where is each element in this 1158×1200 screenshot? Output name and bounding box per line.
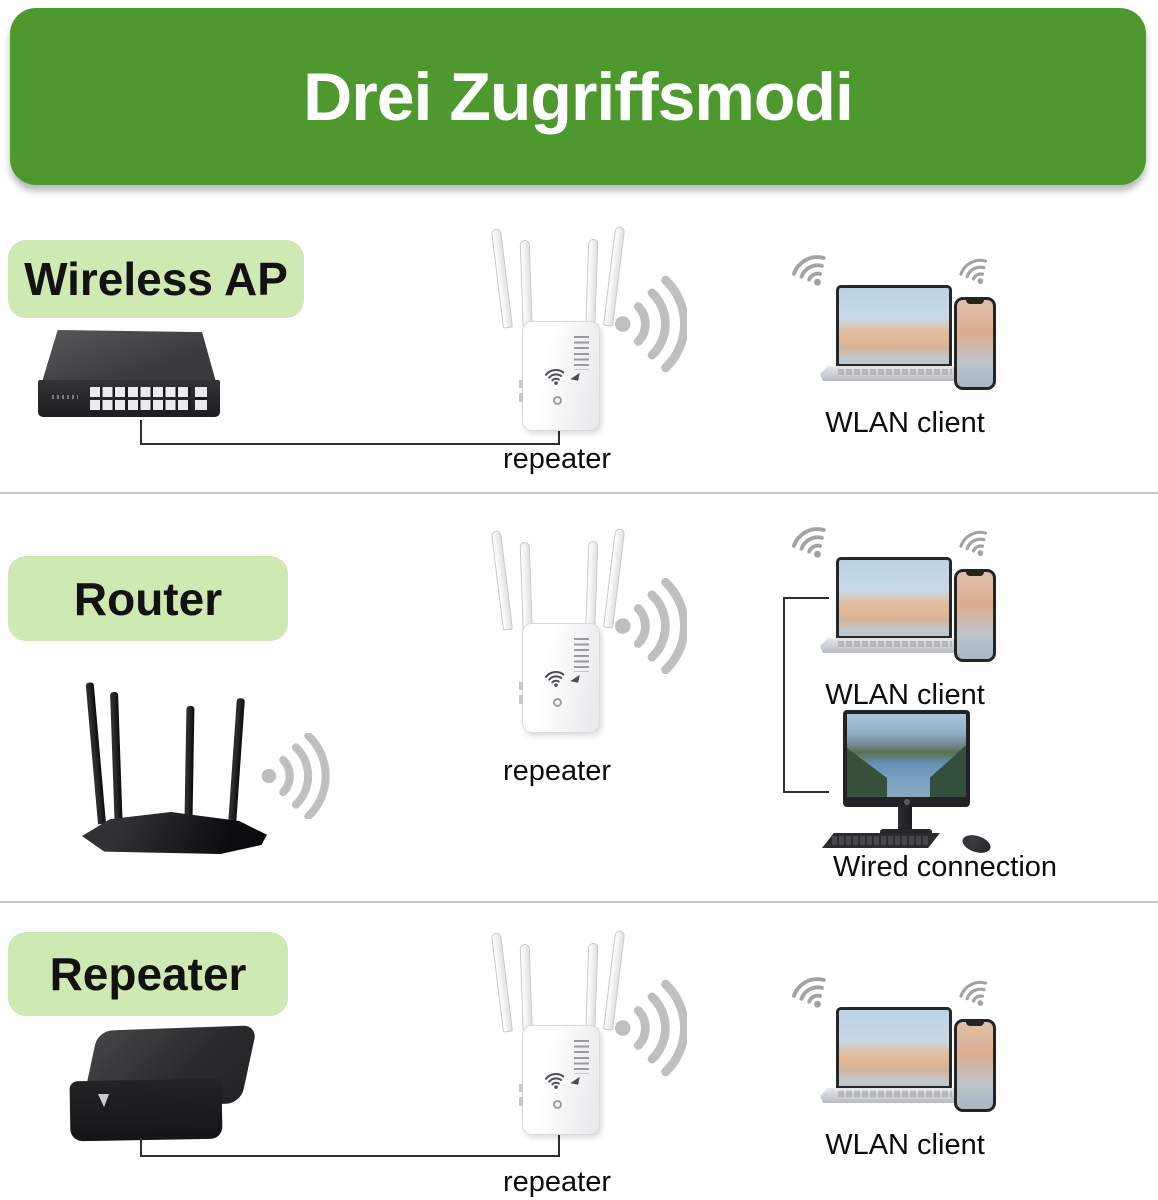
wifi-fan-icon — [781, 964, 840, 1021]
signal-triangle-icon — [570, 1075, 580, 1085]
wifi-signal-arcs-icon — [613, 578, 687, 674]
mode-label-repeater: Repeater — [8, 932, 288, 1016]
antenna — [490, 932, 513, 1033]
antenna — [490, 530, 513, 631]
section-divider — [0, 492, 1158, 494]
smartphone-icon — [954, 1019, 996, 1112]
laptop-base — [820, 638, 970, 653]
wifi-fan-icon — [950, 519, 1000, 567]
ethernet-port-row — [90, 387, 191, 397]
antenna — [110, 691, 123, 835]
keyboard-icon — [822, 833, 940, 848]
router-body — [82, 812, 267, 854]
section-divider — [0, 901, 1158, 903]
mode-label-router: Router — [8, 556, 288, 641]
signal-triangle-icon — [570, 673, 580, 683]
wired-desktop-group: Wired connection — [810, 705, 1070, 885]
wifi-repeater-icon — [490, 226, 695, 441]
wifi-fan-icon — [781, 242, 840, 299]
network-switch-icon — [38, 330, 220, 422]
wifi-logo-icon — [542, 364, 569, 387]
led-indicator-labels — [574, 638, 589, 672]
repeater-body — [519, 623, 600, 733]
wifi-fan-icon — [950, 247, 1000, 295]
side-buttons — [519, 380, 523, 402]
led-indicator-labels — [574, 1040, 589, 1074]
wlan-client-group: WLAN client — [780, 969, 1020, 1161]
wifi-logo-icon — [542, 1068, 569, 1091]
caption-repeater: repeater — [502, 1166, 611, 1198]
signal-triangle-icon — [570, 371, 580, 381]
repeater-body — [519, 321, 600, 431]
wifi-signal-arcs-icon — [613, 276, 687, 372]
page-title: Drei Zugriffsmodi — [303, 58, 854, 135]
laptop-screen — [836, 285, 952, 367]
caption-repeater: repeater — [502, 443, 611, 475]
mode-label-text: Router — [73, 572, 223, 625]
caption-wlan-client: WLAN client — [825, 407, 985, 439]
ethernet-port-row — [90, 400, 191, 410]
mode-label-text: Repeater — [49, 948, 247, 1000]
laptop-base — [820, 1088, 970, 1103]
wps-button — [553, 698, 562, 707]
wlan-client-group: WLAN client — [780, 519, 1020, 711]
title-banner: Drei Zugriffsmodi — [10, 8, 1146, 185]
connector-line — [140, 420, 560, 445]
laptop-screen — [836, 1007, 952, 1089]
mode-label-wireless-ap: Wireless AP — [8, 240, 304, 318]
caption-wired-connection: Wired connection — [832, 851, 1058, 883]
wifi-signal-arcs-icon — [258, 733, 330, 819]
antenna — [490, 228, 513, 329]
wps-button — [553, 1100, 562, 1109]
uplink-ports — [195, 387, 207, 410]
antenna — [227, 698, 245, 841]
caption-repeater: repeater — [502, 755, 611, 787]
box-port — [98, 1094, 109, 1107]
wifi-repeater-icon — [490, 930, 695, 1145]
led-indicator-labels — [574, 336, 589, 370]
wifi-logo-icon — [542, 666, 569, 689]
modem-box-icon — [69, 1025, 258, 1143]
connector-line — [140, 1138, 560, 1157]
bracket-line — [783, 597, 829, 793]
connector-stub — [558, 1132, 560, 1157]
wifi-router-icon — [82, 682, 272, 854]
smartphone-icon — [954, 569, 996, 662]
wifi-signal-arcs-icon — [613, 980, 687, 1076]
smartphone-icon — [954, 297, 996, 390]
mode-label-text: Wireless AP — [24, 253, 288, 305]
wifi-fan-icon — [950, 969, 1000, 1017]
monitor-stand — [898, 806, 912, 831]
switch-top-face — [42, 330, 216, 382]
laptop-base — [820, 366, 970, 381]
laptop-screen — [836, 557, 952, 639]
repeater-body — [519, 1025, 600, 1135]
side-buttons — [519, 682, 523, 704]
box-front-face — [69, 1078, 223, 1142]
wifi-repeater-icon — [490, 528, 695, 743]
wifi-fan-icon — [781, 514, 840, 571]
caption-wlan-client: WLAN client — [825, 679, 985, 711]
wps-button — [553, 396, 562, 405]
connector-stub — [558, 429, 560, 445]
antenna — [85, 682, 106, 825]
monitor-screen — [847, 714, 966, 797]
monitor-base — [880, 829, 932, 836]
wlan-client-group: WLAN client — [780, 247, 1020, 439]
switch-front-panel — [38, 380, 220, 417]
caption-wlan-client: WLAN client — [825, 1129, 985, 1161]
monitor-icon — [843, 710, 970, 807]
side-buttons — [519, 1084, 523, 1106]
